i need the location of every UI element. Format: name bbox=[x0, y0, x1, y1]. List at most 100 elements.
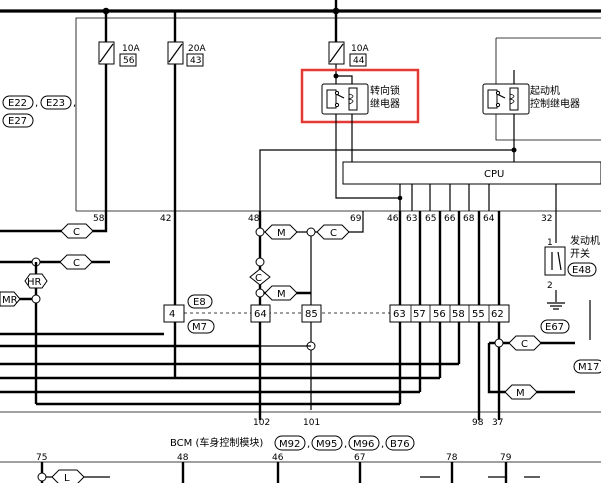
top-pin-numbers: 58 42 48 69 46 63 65 66 68 64 32 bbox=[93, 214, 552, 224]
fuse-number: 56 bbox=[123, 56, 135, 66]
pin-66: 66 bbox=[444, 214, 456, 224]
relay-junction-2 bbox=[511, 147, 517, 153]
svg-text:E67: E67 bbox=[545, 322, 564, 333]
fuse-rating: 10A bbox=[351, 44, 369, 54]
hr-tag: HR bbox=[24, 273, 48, 289]
left-connector-list: E22 , E23 , E27 bbox=[2, 95, 76, 128]
svg-text:,: , bbox=[344, 439, 347, 450]
ground-icon bbox=[547, 302, 565, 310]
junction-l-row bbox=[37, 472, 47, 482]
svg-text:58: 58 bbox=[452, 309, 465, 320]
cpu-junction bbox=[397, 195, 403, 201]
arrow-tag-l: L bbox=[51, 469, 85, 483]
arrow-tag-m-3: M bbox=[504, 384, 538, 400]
junction-connector-block: 63 57 56 58 55 62 bbox=[389, 304, 510, 323]
connector-e8: E8 bbox=[193, 297, 206, 308]
switch-label-line1: 发动机 bbox=[570, 234, 600, 247]
relay-label-line2: 控制继电器 bbox=[530, 97, 580, 110]
svg-text:HR: HR bbox=[27, 277, 42, 288]
switch-pin-2: 2 bbox=[547, 281, 553, 291]
pin-65: 65 bbox=[425, 214, 436, 224]
svg-text:55: 55 bbox=[472, 309, 485, 320]
switch-pin-1: 1 bbox=[547, 238, 553, 248]
pin-67-lower: 67 bbox=[354, 453, 365, 463]
bcm-label-row: BCM (车身控制模块) M92 , M95 , M96 , B76 bbox=[170, 435, 415, 451]
svg-text:M17: M17 bbox=[578, 362, 599, 373]
highlight-box bbox=[300, 68, 420, 124]
connector-e67: E67 bbox=[540, 319, 570, 334]
junction-48-m bbox=[255, 288, 265, 298]
cpu-block: CPU bbox=[342, 161, 601, 185]
left-module: 4 E8 M7 bbox=[163, 294, 215, 334]
connector-e48: E48 bbox=[572, 265, 591, 276]
pin-101: 101 bbox=[303, 418, 320, 428]
fuse-10a-56: 10A 56 bbox=[98, 41, 140, 67]
bottom-pin-numbers: 102 101 98 37 bbox=[253, 418, 503, 428]
switch-label-line2: 开关 bbox=[570, 247, 590, 260]
fuse-rating: 20A bbox=[188, 44, 206, 54]
steering-lock-relay: 转向锁 继电器 bbox=[321, 83, 400, 115]
connector-e22: E22 bbox=[8, 98, 27, 109]
pin-102: 102 bbox=[253, 418, 270, 428]
junction-connector-85: 85 bbox=[301, 304, 322, 323]
svg-text:M: M bbox=[277, 228, 286, 239]
pin-37: 37 bbox=[492, 418, 503, 428]
fuse-number: 43 bbox=[190, 56, 201, 66]
arrow-tag-m-2: M bbox=[264, 285, 298, 301]
pin-79-lower: 79 bbox=[500, 453, 512, 463]
fuse-number: 44 bbox=[353, 56, 365, 66]
pin-64: 64 bbox=[483, 214, 495, 224]
lower-pin-numbers: 75 48 46 67 78 79 bbox=[36, 453, 512, 463]
junction-right-c bbox=[494, 338, 504, 348]
starter-box-side bbox=[495, 38, 601, 141]
pin-42: 42 bbox=[160, 214, 171, 224]
svg-text:C: C bbox=[73, 227, 80, 238]
connector-m7: M7 bbox=[192, 322, 207, 333]
svg-text:63: 63 bbox=[393, 309, 406, 320]
svg-text:C: C bbox=[255, 273, 262, 284]
arrow-tag-c-3: C bbox=[59, 254, 93, 270]
connector-m92: M92 bbox=[279, 439, 300, 450]
relay-label-line2: 继电器 bbox=[370, 97, 400, 110]
wire-pin48-to-relay bbox=[259, 149, 514, 211]
pin-48-lower: 48 bbox=[177, 453, 189, 463]
relay-label-line1: 转向锁 bbox=[370, 84, 400, 97]
junction-mr bbox=[31, 294, 41, 304]
connector-m17: M17 bbox=[573, 359, 601, 374]
pin-78-lower: 78 bbox=[446, 453, 458, 463]
connector-m95: M95 bbox=[316, 439, 337, 450]
bcm-label: BCM (车身控制模块) bbox=[170, 436, 263, 449]
fuse-20a-43: 20A 43 bbox=[167, 41, 206, 67]
fuse-10a-44: 10A 44 bbox=[328, 41, 369, 67]
wire-right-m bbox=[487, 343, 575, 394]
junction-69 bbox=[306, 227, 316, 237]
svg-text:64: 64 bbox=[254, 309, 267, 320]
pin-58: 58 bbox=[93, 214, 105, 224]
pin-75: 75 bbox=[36, 453, 47, 463]
fuse-rating: 10A bbox=[122, 44, 140, 54]
svg-text:56: 56 bbox=[433, 309, 446, 320]
arrow-tag-m-1: M bbox=[264, 224, 298, 240]
svg-text:57: 57 bbox=[413, 309, 426, 320]
junction-48 bbox=[255, 227, 265, 237]
pin-69: 69 bbox=[350, 214, 362, 224]
module-boundary-top bbox=[75, 17, 601, 211]
junction-48-c bbox=[255, 257, 265, 267]
mr-tag: MR bbox=[0, 291, 21, 307]
pin-32: 32 bbox=[541, 214, 552, 224]
svg-text:L: L bbox=[64, 473, 70, 483]
junction-connector-64: 64 bbox=[250, 304, 271, 323]
left-module-pin: 4 bbox=[169, 309, 175, 320]
pin-46: 46 bbox=[387, 214, 399, 224]
svg-text:,: , bbox=[73, 98, 76, 109]
wire-fuse44-to-relay bbox=[335, 64, 353, 84]
pin-46-lower: 46 bbox=[272, 453, 284, 463]
svg-text:62: 62 bbox=[491, 309, 504, 320]
svg-text:M: M bbox=[277, 289, 286, 300]
relay-junction bbox=[333, 73, 339, 79]
svg-text:C: C bbox=[521, 339, 528, 350]
connector-e27: E27 bbox=[8, 116, 27, 127]
svg-text:,: , bbox=[381, 439, 384, 450]
pin-48: 48 bbox=[248, 214, 260, 224]
starter-control-relay: 起动机 控制继电器 bbox=[482, 83, 580, 115]
